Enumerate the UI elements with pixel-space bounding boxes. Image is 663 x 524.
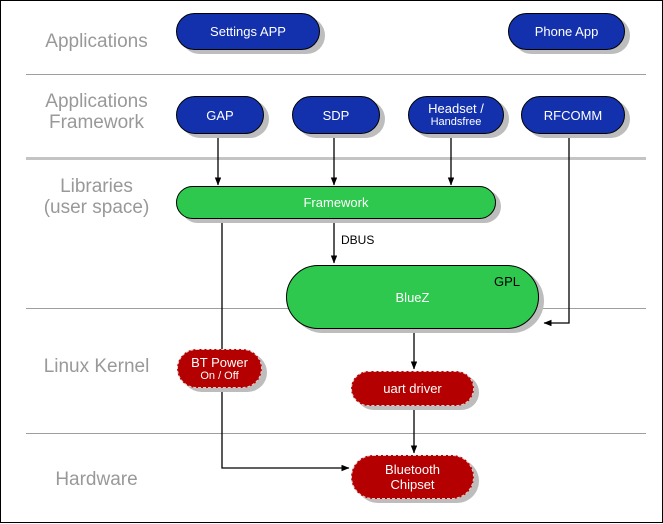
node-bluez-label: BlueZ bbox=[395, 289, 430, 305]
band-label-libraries: Libraries (user space) bbox=[43, 176, 150, 218]
node-framework-label: Framework bbox=[303, 195, 369, 210]
divider-framework bbox=[26, 157, 646, 160]
node-settings-app[interactable]: Settings APP bbox=[176, 13, 320, 50]
node-bluetooth-chipset-label-line1: Bluetooth bbox=[385, 462, 440, 477]
node-bt-power-label-line1: BT Power bbox=[191, 354, 248, 370]
node-bluetooth-chipset-label-line2: Chipset bbox=[390, 477, 435, 492]
node-headset-handsfree-label-line1: Headset / bbox=[428, 101, 484, 116]
node-bluetooth-chipset[interactable]: Bluetooth Chipset bbox=[351, 455, 474, 499]
band-label-applications-framework: Applications Framework bbox=[45, 91, 148, 133]
node-rfcomm[interactable]: RFCOMM bbox=[521, 96, 625, 134]
node-gap-label: GAP bbox=[206, 107, 234, 123]
edge-rfcomm-to-bluez bbox=[543, 137, 570, 327]
band-label-applications: Applications bbox=[45, 31, 148, 52]
node-gap[interactable]: GAP bbox=[176, 96, 264, 134]
divider-kernel bbox=[26, 433, 646, 434]
node-settings-app-label: Settings APP bbox=[210, 24, 286, 39]
node-headset-handsfree[interactable]: Headset / Handsfree bbox=[408, 96, 504, 134]
band-label-linux-kernel: Linux Kernel bbox=[43, 356, 150, 377]
node-rfcomm-label: RFCOMM bbox=[543, 107, 603, 123]
node-bt-power-label-line2: On / Off bbox=[200, 369, 239, 382]
dbus-label: DBUS bbox=[341, 233, 375, 247]
node-phone-app[interactable]: Phone App bbox=[508, 13, 625, 50]
edge-framework-to-chipset bbox=[221, 220, 350, 472]
node-framework[interactable]: Framework bbox=[176, 186, 496, 219]
node-sdp-label: SDP bbox=[322, 107, 350, 123]
node-uart-driver[interactable]: uart driver bbox=[351, 371, 474, 406]
divider-applications bbox=[26, 74, 646, 75]
node-phone-app-label: Phone App bbox=[534, 24, 599, 39]
node-bt-power[interactable]: BT Power On / Off bbox=[177, 349, 262, 388]
node-uart-driver-label: uart driver bbox=[383, 381, 442, 396]
band-label-hardware: Hardware bbox=[55, 469, 138, 490]
node-bluez[interactable]: GPL BlueZ bbox=[286, 265, 539, 329]
node-headset-handsfree-label-line2: Handsfree bbox=[430, 116, 482, 128]
node-sdp[interactable]: SDP bbox=[292, 96, 380, 134]
gpl-tag: GPL bbox=[493, 274, 520, 289]
